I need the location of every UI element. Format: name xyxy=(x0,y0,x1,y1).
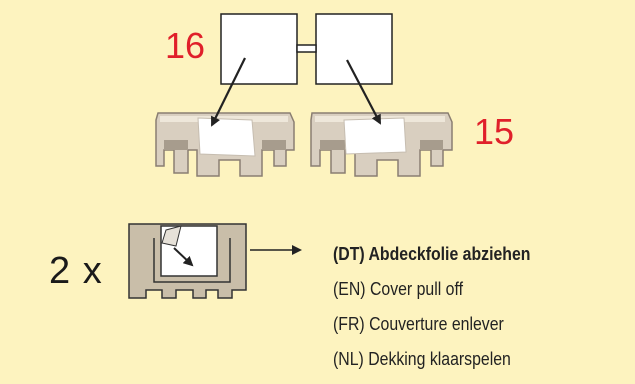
assembly-diagram: 16 15 2 x (DT) Abdeckfolie abziehen (EN)… xyxy=(49,13,530,369)
quantity-label: 2 x xyxy=(49,250,103,292)
arrow-15 xyxy=(346,59,381,125)
instruction-dt: (DT) Abdeckfolie abziehen xyxy=(333,244,531,264)
callout-boxes xyxy=(220,13,393,85)
instruction-nl: (NL) Dekking klaarspelen xyxy=(333,349,511,369)
instruction-fr: (FR) Couverture enlever xyxy=(333,314,504,334)
plastic-part-16 xyxy=(155,112,295,177)
plastic-part-15 xyxy=(310,112,453,177)
instruction-list: (DT) Abdeckfolie abziehen (EN) Cover pul… xyxy=(333,244,557,384)
part-number-15: 15 xyxy=(474,111,515,152)
callout-box-16 xyxy=(220,13,298,85)
part-number-16: 16 xyxy=(165,25,206,66)
diagram-graphics xyxy=(128,13,453,299)
arrow-16 xyxy=(211,57,246,127)
callout-box-connector xyxy=(296,44,317,53)
instruction-en: (EN) Cover pull off xyxy=(333,279,463,299)
peel-diagram xyxy=(128,223,247,299)
